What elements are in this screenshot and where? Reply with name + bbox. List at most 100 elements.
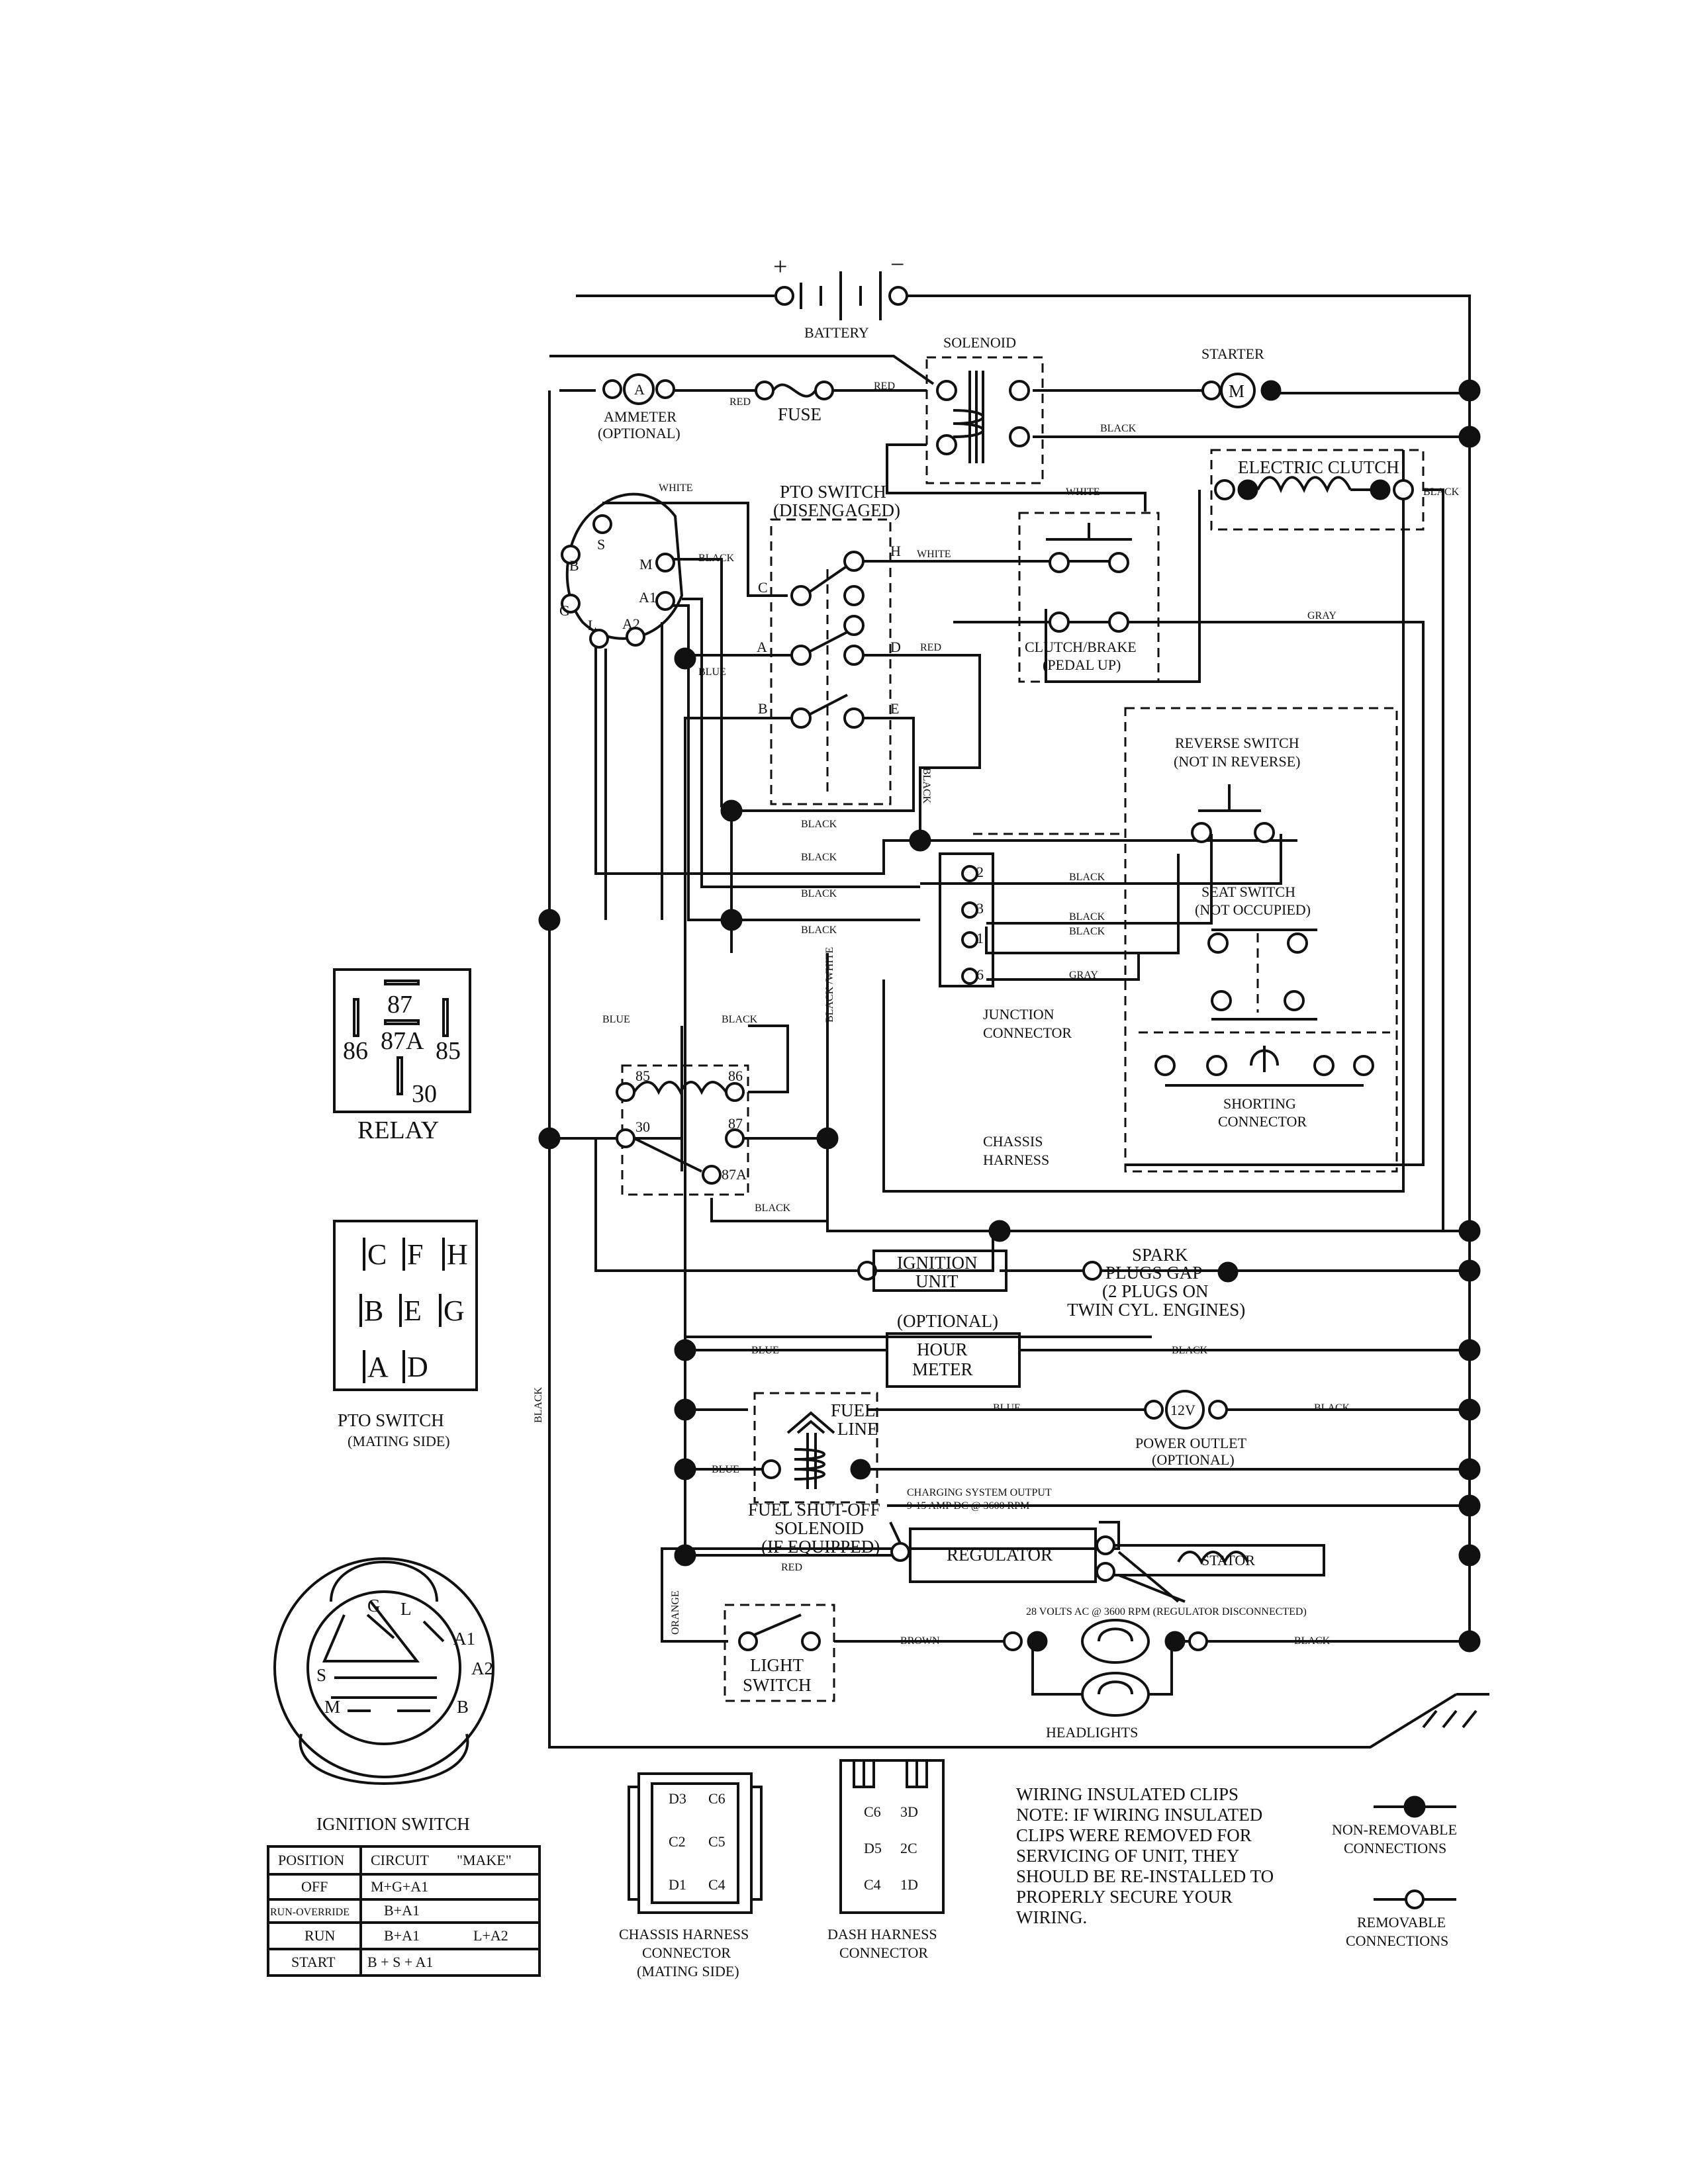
svg-text:BLACK: BLACK <box>698 553 735 564</box>
svg-text:(OPTIONAL): (OPTIONAL) <box>1152 1451 1235 1468</box>
svg-text:HEADLIGHTS: HEADLIGHTS <box>1046 1724 1138 1741</box>
svg-text:UNIT: UNIT <box>915 1271 959 1291</box>
svg-text:D: D <box>407 1351 428 1383</box>
junction-connector: 2 3 1 6 JUNCTION CONNECTOR CHASSIS HARNE… <box>939 852 1072 1168</box>
svg-text:3D: 3D <box>900 1803 918 1820</box>
svg-text:WHITE: WHITE <box>659 482 693 494</box>
svg-text:C5: C5 <box>708 1833 726 1850</box>
starter: M STARTER <box>1201 345 1282 408</box>
svg-text:CONNECTIONS: CONNECTIONS <box>1344 1840 1446 1856</box>
reverse-seat-area: REVERSE SWITCH (NOT IN REVERSE) SEAT SWI… <box>973 707 1398 1173</box>
svg-text:SWITCH: SWITCH <box>743 1675 812 1695</box>
svg-text:G: G <box>559 602 570 619</box>
svg-text:87A: 87A <box>722 1166 747 1183</box>
svg-text:(OPTIONAL): (OPTIONAL) <box>598 425 680 441</box>
svg-text:B: B <box>569 557 579 574</box>
regulator-stator: REGULATOR CHARGING SYSTEM OUTPUT 9-15 AM… <box>889 1487 1325 1617</box>
chassis-harness-connector: D3 C6 C2 C5 D1 C4 CHASSIS HARNESS CONNEC… <box>619 1772 763 1979</box>
svg-text:WHITE: WHITE <box>1066 486 1100 498</box>
power-outlet: 12V POWER OUTLET (OPTIONAL) <box>1135 1390 1247 1468</box>
svg-text:A1: A1 <box>639 589 657 606</box>
dash-harness-connector: C6 3D D5 2C C4 1D DASH HARNESS CONNECTOR <box>827 1759 945 1961</box>
svg-text:G: G <box>444 1295 465 1327</box>
svg-text:LINE: LINE <box>837 1419 878 1439</box>
battery: + − BATTERY <box>773 251 908 341</box>
svg-text:C: C <box>367 1238 387 1271</box>
svg-text:STARTER: STARTER <box>1201 345 1264 362</box>
svg-text:CLIPS WERE REMOVED FOR: CLIPS WERE REMOVED FOR <box>1016 1825 1252 1845</box>
light-switch: LIGHT SWITCH <box>724 1604 835 1702</box>
electric-clutch: ELECTRIC CLUTCH <box>1210 449 1425 531</box>
svg-text:BLACK: BLACK <box>1069 926 1105 937</box>
svg-text:RED: RED <box>729 396 751 408</box>
svg-text:A: A <box>634 381 645 398</box>
svg-text:BLACK: BLACK <box>533 1387 544 1423</box>
ignition-table: POSITION CIRCUIT "MAKE" OFF M+G+A1 RUN-O… <box>267 1845 541 1977</box>
svg-text:POSITION: POSITION <box>278 1852 344 1868</box>
svg-text:RUN-OVERRIDE: RUN-OVERRIDE <box>270 1907 350 1918</box>
battery-minus: − <box>890 251 904 279</box>
pto-switch: PTO SWITCH (DISENGAGED) C H A D B E <box>757 482 901 805</box>
ammeter: A AMMETER (OPTIONAL) <box>598 373 680 441</box>
svg-text:BLACK: BLACK <box>1423 486 1460 498</box>
svg-text:A2: A2 <box>471 1659 493 1678</box>
svg-text:OFF: OFF <box>301 1878 328 1895</box>
svg-text:(IF EQUIPPED): (IF EQUIPPED) <box>761 1537 880 1557</box>
fuel-shutoff-solenoid: FUEL LINE FUEL SHUT-OFF SOLENOID (IF EQU… <box>748 1392 880 1557</box>
svg-text:(NOT OCCUPIED): (NOT OCCUPIED) <box>1195 901 1311 918</box>
svg-text:STATOR: STATOR <box>1201 1552 1255 1569</box>
svg-text:A1: A1 <box>453 1629 475 1649</box>
svg-text:87A: 87A <box>381 1027 424 1055</box>
svg-text:WIRING INSULATED CLIPS: WIRING INSULATED CLIPS <box>1016 1784 1239 1804</box>
svg-text:9-15 AMP DC @ 3600 RPM: 9-15 AMP DC @ 3600 RPM <box>907 1500 1029 1512</box>
svg-text:B: B <box>364 1295 383 1327</box>
svg-text:IGNITION: IGNITION <box>897 1253 977 1273</box>
svg-text:PLUGS GAP: PLUGS GAP <box>1105 1263 1202 1283</box>
svg-text:CONNECTOR: CONNECTOR <box>839 1944 928 1961</box>
legend: NON-REMOVABLE CONNECTIONS REMOVABLE CONN… <box>1332 1796 1457 1949</box>
svg-text:"MAKE": "MAKE" <box>457 1852 512 1868</box>
svg-text:(PEDAL UP): (PEDAL UP) <box>1043 657 1121 673</box>
clips-note: WIRING INSULATED CLIPS NOTE: IF WIRING I… <box>1016 1784 1274 1927</box>
svg-text:HARNESS: HARNESS <box>983 1152 1049 1168</box>
relay-circuit: 85 86 30 87 87A <box>616 1064 749 1196</box>
relay-inset: 87 86 87A 85 30 RELAY <box>333 968 471 1144</box>
svg-text:JUNCTION: JUNCTION <box>983 1006 1055 1023</box>
svg-text:(2 PLUGS ON: (2 PLUGS ON <box>1102 1281 1209 1301</box>
svg-text:BLACK: BLACK <box>1100 423 1137 434</box>
svg-text:SHORTING: SHORTING <box>1223 1095 1296 1112</box>
svg-text:PROPERLY SECURE YOUR: PROPERLY SECURE YOUR <box>1016 1887 1233 1907</box>
fuse: FUSE <box>755 381 834 424</box>
svg-text:REGULATOR: REGULATOR <box>947 1545 1053 1565</box>
svg-text:SOLENOID: SOLENOID <box>774 1518 864 1538</box>
svg-text:HOUR: HOUR <box>917 1340 968 1359</box>
svg-text:PTO SWITCH: PTO SWITCH <box>338 1410 444 1430</box>
svg-text:BLACK: BLACK <box>1069 911 1105 923</box>
svg-text:SHOULD BE RE-INSTALLED TO: SHOULD BE RE-INSTALLED TO <box>1016 1866 1274 1886</box>
svg-text:BLUE: BLUE <box>751 1345 779 1356</box>
svg-text:87: 87 <box>387 991 412 1019</box>
svg-text:WHITE: WHITE <box>917 549 951 560</box>
svg-text:FUEL: FUEL <box>831 1400 876 1420</box>
svg-text:30: 30 <box>412 1080 437 1108</box>
svg-text:BLACK: BLACK <box>1294 1635 1331 1647</box>
svg-text:ORANGE: ORANGE <box>670 1590 681 1635</box>
svg-text:DASH HARNESS: DASH HARNESS <box>827 1926 937 1942</box>
svg-text:D3: D3 <box>669 1790 686 1807</box>
svg-text:M: M <box>324 1697 340 1717</box>
svg-text:H: H <box>890 543 901 559</box>
svg-text:BLUE: BLUE <box>712 1464 739 1475</box>
svg-text:RED: RED <box>781 1562 802 1573</box>
svg-text:M+G+A1: M+G+A1 <box>371 1878 428 1895</box>
svg-text:TWIN CYL. ENGINES): TWIN CYL. ENGINES) <box>1067 1300 1245 1320</box>
svg-text:C6: C6 <box>708 1790 726 1807</box>
svg-text:(OPTIONAL): (OPTIONAL) <box>897 1311 998 1331</box>
svg-text:REMOVABLE: REMOVABLE <box>1357 1914 1446 1931</box>
svg-text:METER: METER <box>912 1359 973 1379</box>
pto-mating-inset: C F H B E G A D PTO SWITCH (MATING SIDE) <box>333 1220 478 1449</box>
svg-text:SOLENOID: SOLENOID <box>943 334 1016 351</box>
clutch-brake-switch: CLUTCH/BRAKE (PEDAL UP) <box>1018 512 1160 683</box>
svg-text:LIGHT: LIGHT <box>750 1655 804 1675</box>
battery-label: BATTERY <box>804 324 869 341</box>
ignition-unit: IGNITION UNIT SPARK PLUGS GAP (2 PLUGS O… <box>857 1245 1245 1320</box>
